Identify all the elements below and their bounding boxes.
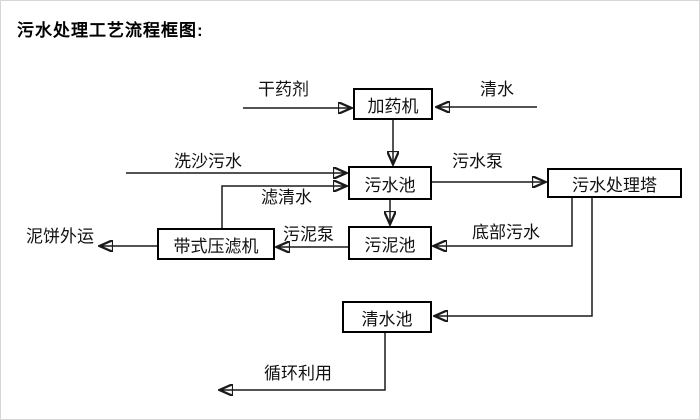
- label-dry-agent: 干药剂: [258, 80, 309, 99]
- label-bottom-sewage: 底部污水: [472, 223, 540, 242]
- label-recycling: 循环利用: [264, 364, 332, 383]
- node-clear-water-pool: 清水池: [342, 301, 432, 333]
- connector-filtered-water-arrow: [221, 186, 345, 228]
- node-dosing-machine: 加药机: [353, 88, 433, 120]
- label-clear-water: 清水: [480, 80, 514, 99]
- node-sewage-pool: 污水池: [348, 166, 432, 200]
- label-sand-washing-sewage: 洗沙污水: [174, 152, 242, 171]
- connector-recycling-arrow: [221, 333, 386, 390]
- node-sludge-pool: 污泥池: [348, 226, 432, 260]
- node-treatment-tower: 污水处理塔: [547, 168, 682, 198]
- label-mud-cake-out: 泥饼外运: [26, 227, 94, 246]
- label-filtered-water: 滤清水: [261, 188, 312, 207]
- node-belt-filter-press: 带式压滤机: [157, 228, 275, 260]
- page-title: 污水处理工艺流程框图:: [17, 21, 204, 40]
- connector-bottom-sewage-arrow: [435, 198, 573, 246]
- connector-tower-to-clear-pool-arrow: [436, 198, 593, 316]
- label-sewage-pump: 污水泵: [452, 152, 503, 171]
- label-sludge-pump: 污泥泵: [283, 225, 334, 244]
